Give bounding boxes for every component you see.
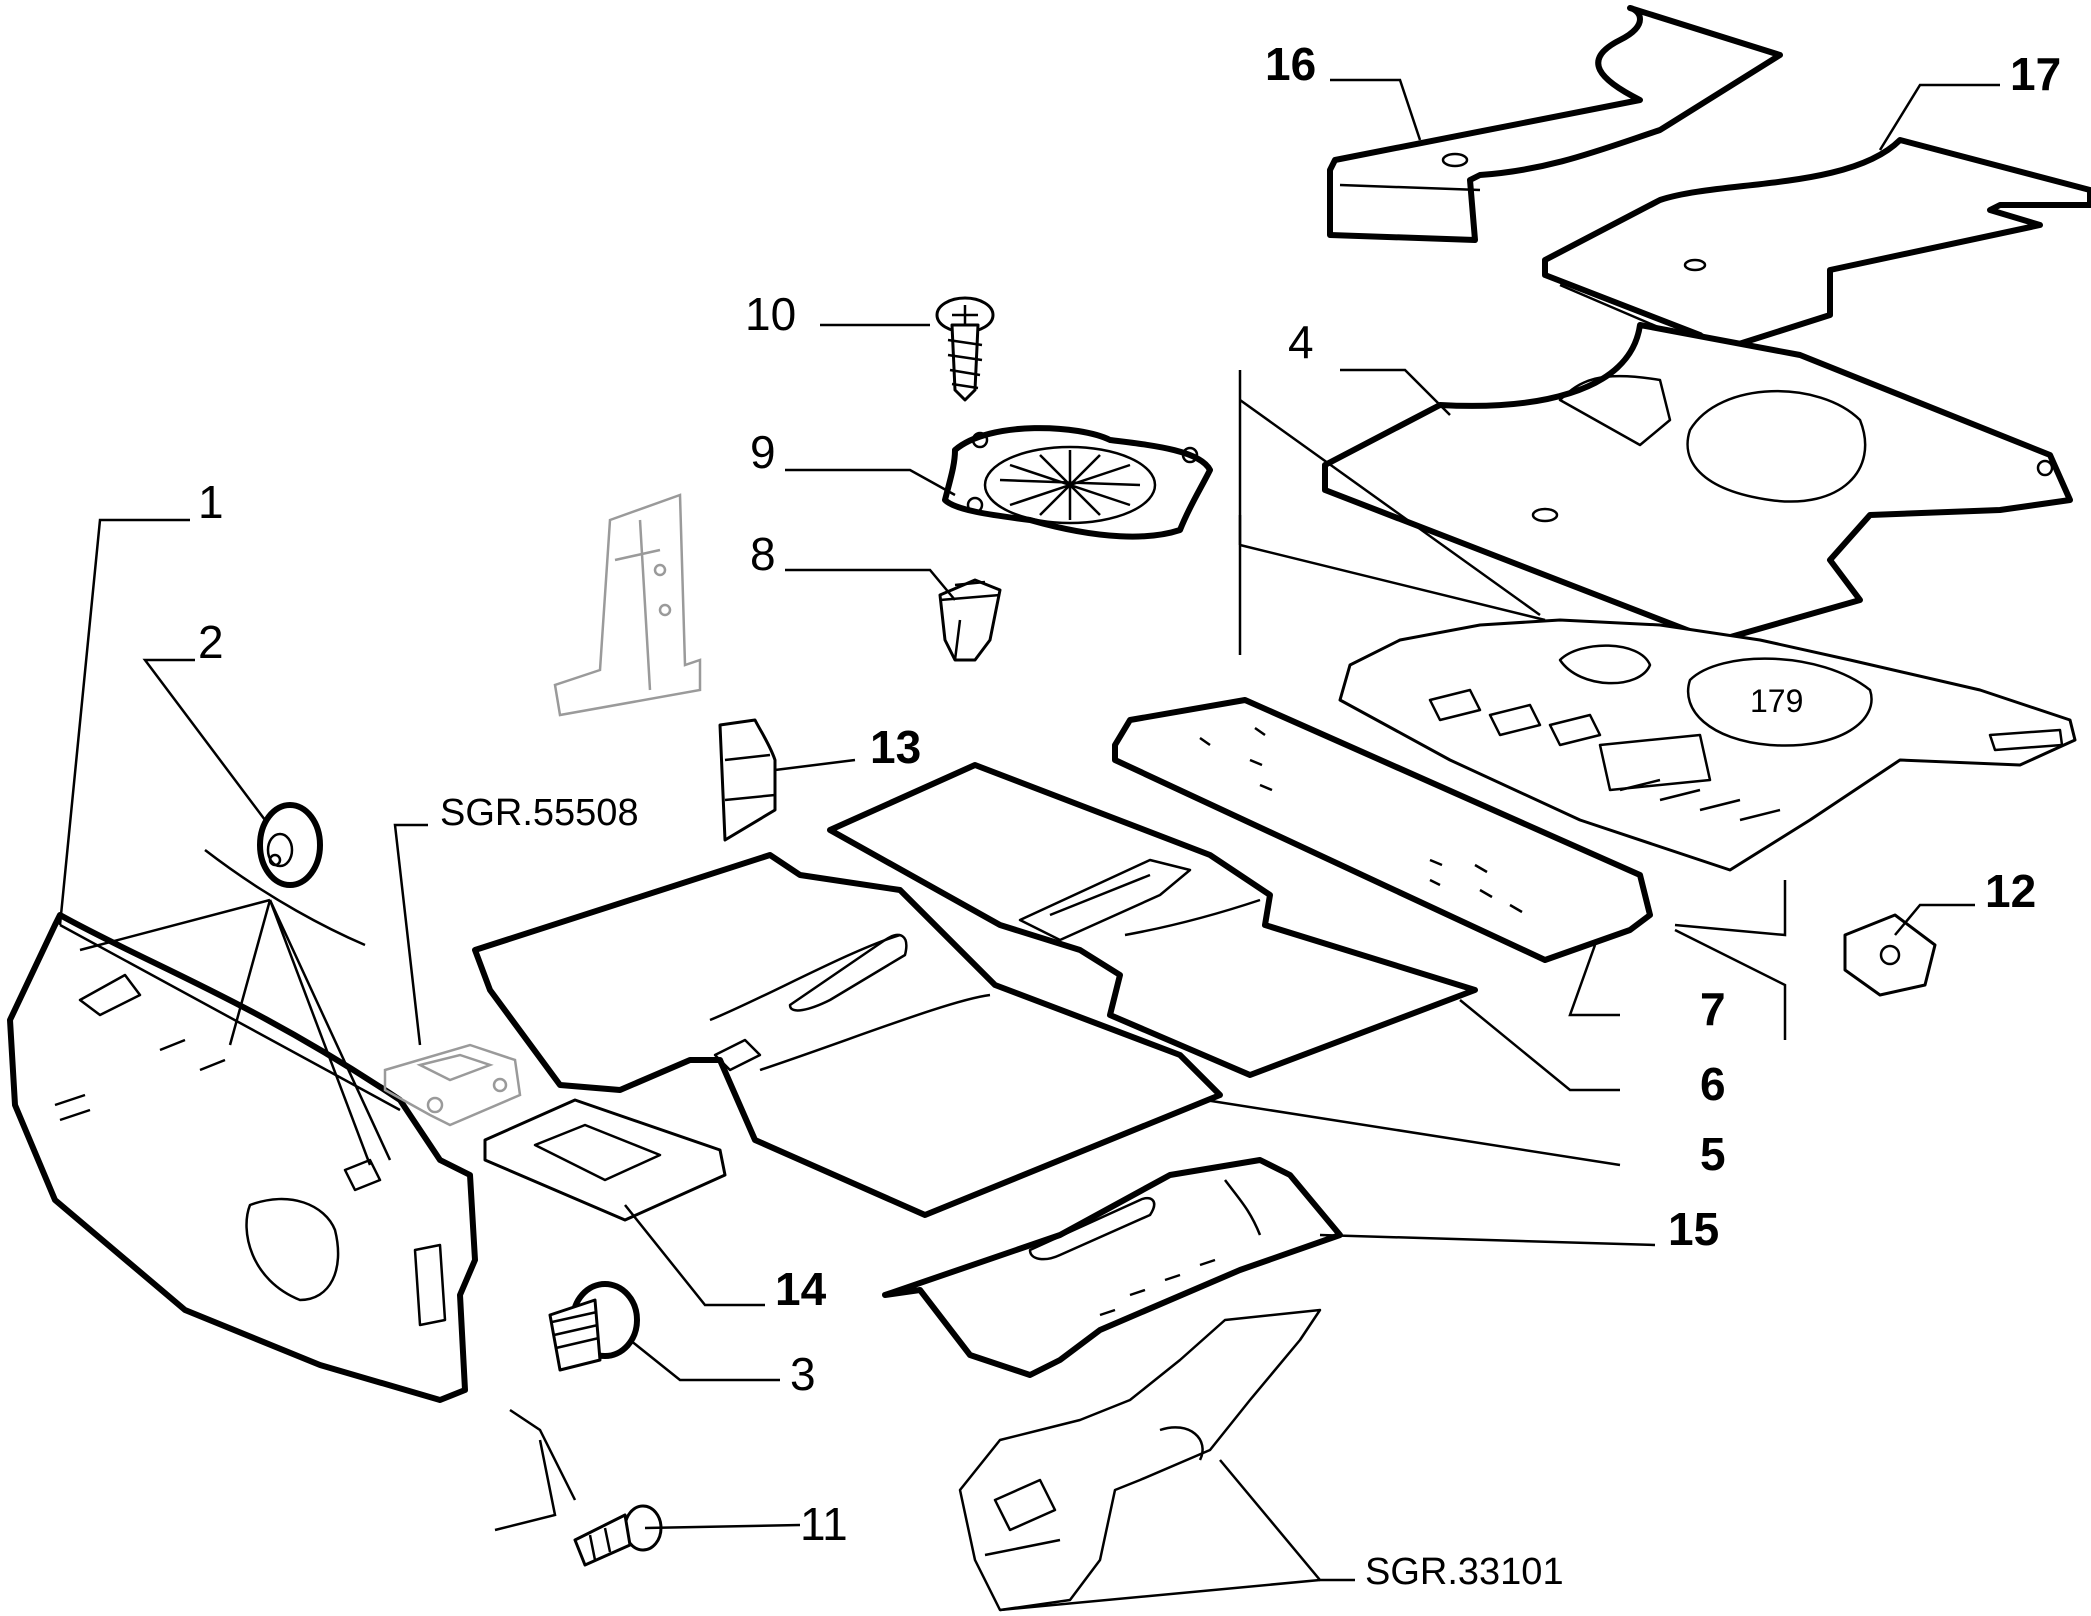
part-15-floor-crossmember[interactable]	[882, 1157, 1343, 1378]
callout-4: 4	[1288, 316, 1314, 368]
part-3-plug[interactable]	[548, 1281, 640, 1372]
leader-13	[774, 758, 856, 772]
callout-15: 15	[1668, 1203, 1719, 1255]
leader-14	[624, 1204, 765, 1307]
leader-sgr2b	[999, 1578, 1321, 1612]
leader-15	[1319, 1233, 1656, 1247]
reference-sgr-55508: SGR.55508	[440, 792, 639, 834]
stamp-text: 179	[1750, 683, 1803, 719]
ghost-pillar	[553, 493, 702, 717]
part-14-floor-pad[interactable]	[483, 1098, 727, 1222]
leader-2c	[79, 898, 271, 952]
callout-7: 7	[1700, 983, 1726, 1035]
callout-5: 5	[1700, 1128, 1726, 1180]
leader-7	[1568, 944, 1620, 1017]
part-9-gasket-plate[interactable]	[942, 425, 1213, 540]
part-7-rear-floor-insulation[interactable]	[1112, 697, 1653, 963]
part-11-plug[interactable]	[573, 1504, 663, 1567]
part-1-bulkhead-insulation[interactable]	[7, 912, 478, 1403]
reference-sgr-33101: SGR.33101	[1365, 1551, 1564, 1593]
leader-3	[629, 1339, 780, 1382]
leader-16	[1330, 78, 1422, 141]
leader-lines	[58, 78, 2000, 1612]
part-12-speed-nut[interactable]	[1843, 913, 1937, 997]
callout-2: 2	[198, 616, 224, 668]
ghost-edge-2	[509, 1408, 577, 1501]
callout-11: 11	[800, 1498, 848, 1550]
assembly-bracket-right	[1674, 880, 1787, 937]
leader-4	[1340, 368, 1451, 416]
leader-2	[142, 658, 266, 821]
leader-6	[1459, 999, 1620, 1092]
leader-8	[785, 568, 956, 601]
callout-9: 9	[750, 426, 776, 478]
assembly-bracket-line	[1239, 543, 1546, 622]
sgr-55508-module[interactable]	[383, 1043, 522, 1127]
part-10-screw[interactable]	[935, 296, 995, 402]
callout-1: 1	[198, 476, 224, 528]
part-13-bracket[interactable]	[718, 718, 777, 842]
callout-6: 6	[1700, 1058, 1726, 1110]
callout-8: 8	[750, 528, 776, 580]
part-4-trunk-floor-mat[interactable]	[1322, 322, 2073, 643]
leader-sgr2	[1219, 1459, 1355, 1582]
callout-16: 16	[1265, 38, 1316, 90]
sgr-33101-frame-member[interactable]	[958, 1308, 1322, 1612]
leader-9	[785, 468, 956, 497]
assembly-bracket-upper	[1239, 398, 1541, 617]
ghost-edge-3	[494, 1439, 557, 1532]
leader-17	[1878, 83, 2000, 151]
leader-2b	[228, 899, 272, 1046]
leader-2e	[268, 899, 392, 1161]
callout-14: 14	[775, 1263, 827, 1315]
callout-10: 10	[745, 288, 796, 340]
part-17-trunk-pad-lower[interactable]	[1542, 137, 2091, 353]
part-16-trunk-pad-upper[interactable]	[1327, 5, 1783, 243]
leader-sgr1	[393, 823, 428, 1046]
part-2-grommet[interactable]	[257, 802, 323, 888]
leader-11	[644, 1523, 801, 1530]
callout-13: 13	[870, 721, 921, 773]
part-6-center-floor-mat[interactable]	[827, 762, 1478, 1078]
callout-3: 3	[790, 1348, 816, 1400]
leader-5	[1204, 1098, 1621, 1167]
leader-1	[58, 518, 190, 926]
leader-2d	[268, 899, 372, 1166]
callout-17: 17	[2010, 48, 2061, 100]
rear-floor-panel: 179	[1338, 618, 2077, 872]
leader-12	[1894, 903, 1975, 936]
assembly-bracket-right-low	[1674, 928, 1787, 1040]
ghost-edge	[204, 849, 366, 947]
callout-12: 12	[1985, 865, 2036, 917]
part-5-front-floor-mat[interactable]	[472, 852, 1223, 1218]
